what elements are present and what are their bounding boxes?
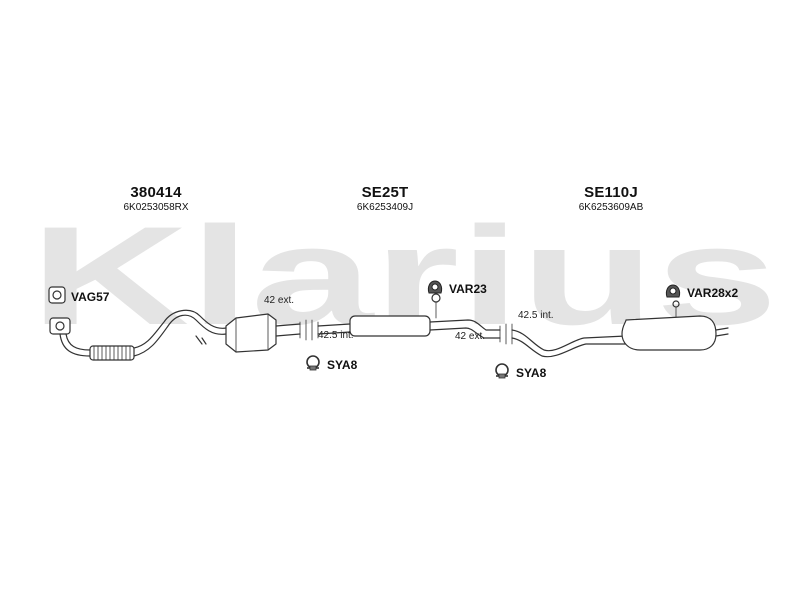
part-number: SE25T bbox=[361, 184, 409, 201]
part-number: 380414 bbox=[130, 184, 182, 201]
klarius-watermark-logo: Klarius bbox=[30, 220, 778, 332]
part-label-rear-silencer: SE110J 6K6253609AB bbox=[556, 184, 666, 213]
oe-number: 6K6253409J bbox=[356, 202, 414, 213]
joint-front bbox=[299, 319, 351, 341]
dimension-label: 42.5 int. bbox=[318, 330, 354, 341]
rubber-mount-icon bbox=[664, 282, 682, 303]
accessory-label: VAG57 bbox=[71, 289, 110, 304]
oe-number: 6K6253609AB bbox=[578, 202, 644, 213]
part-label-center-silencer: SE25T 6K6253409J bbox=[330, 184, 440, 213]
dimension-label: 42 ext. bbox=[264, 295, 295, 306]
accessory-sya8-left: SYA8 bbox=[304, 354, 357, 375]
clamp-icon bbox=[493, 362, 511, 383]
dimension-label: 42.5 int. bbox=[518, 310, 554, 321]
clamp-icon bbox=[304, 354, 322, 375]
accessory-var28x2: VAR28x2 bbox=[664, 282, 738, 303]
joint-rear bbox=[499, 323, 513, 345]
dimension-label: 42 ext. bbox=[455, 331, 486, 342]
part-number: SE110J bbox=[584, 184, 638, 201]
watermark-text: Klarius bbox=[30, 220, 778, 332]
accessory-var23: VAR23 bbox=[426, 278, 487, 299]
front-pipe bbox=[49, 309, 227, 361]
oe-number: 6K0253058RX bbox=[123, 202, 189, 213]
catalytic-converter bbox=[225, 313, 301, 353]
accessory-vag57: VAG57 bbox=[48, 286, 109, 307]
gasket-icon bbox=[48, 286, 66, 307]
accessory-label: VAR23 bbox=[449, 281, 487, 296]
accessory-label: SYA8 bbox=[516, 365, 547, 380]
rear-section bbox=[511, 300, 729, 358]
rubber-mount-icon bbox=[426, 278, 444, 299]
center-silencer bbox=[349, 293, 501, 339]
accessory-label: SYA8 bbox=[327, 357, 358, 372]
accessory-sya8-right: SYA8 bbox=[493, 362, 546, 383]
part-label-front-pipe: 380414 6K0253058RX bbox=[96, 184, 216, 213]
accessory-label: VAR28x2 bbox=[687, 285, 739, 300]
